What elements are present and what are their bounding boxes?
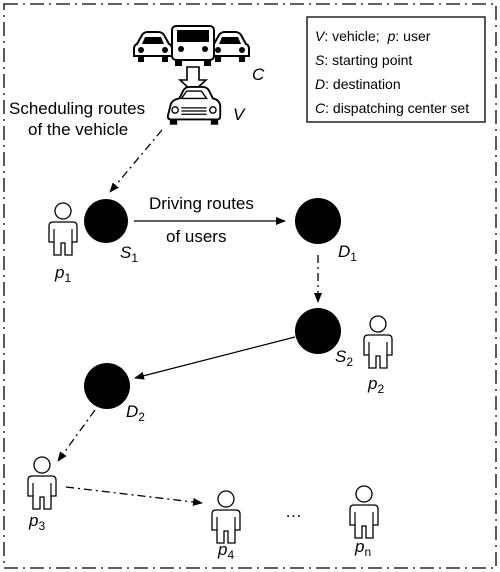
node-s1 bbox=[84, 199, 128, 243]
node-d2-label: D2 bbox=[126, 402, 145, 424]
scheduling-routes-label-line2: of the vehicle bbox=[28, 120, 128, 139]
car-icon-left bbox=[133, 31, 173, 63]
center-label: C bbox=[252, 65, 265, 84]
user-p1-label: p1 bbox=[54, 263, 71, 285]
car-icon-right bbox=[210, 31, 250, 63]
legend-row-vehicle: V: vehicle;p: user bbox=[315, 28, 431, 44]
legend-row-start: S: starting point bbox=[315, 52, 412, 68]
driving-route-arrow-s2-d2 bbox=[134, 336, 296, 380]
node-s1-label: S1 bbox=[120, 243, 138, 265]
vehicle-label: V bbox=[233, 105, 246, 124]
node-d2 bbox=[84, 363, 130, 409]
scheduling-route-arrow-p3-p4 bbox=[65, 486, 203, 506]
user-pn-label: pn bbox=[354, 537, 371, 559]
user-icon-p1 bbox=[48, 202, 78, 256]
scheduling-route-arrow-d2-p3 bbox=[57, 409, 96, 462]
vehicle-car-icon bbox=[166, 85, 222, 125]
user-p2-label: p2 bbox=[367, 374, 384, 396]
legend: V: vehicle;p: user S: starting point D: … bbox=[306, 16, 486, 123]
truck-icon bbox=[171, 25, 215, 66]
outer-border bbox=[3, 3, 497, 569]
scheduling-route-arrow bbox=[109, 129, 163, 193]
user-icon-pn bbox=[349, 485, 379, 539]
scheduling-routes-label-line1: Scheduling routes bbox=[9, 99, 145, 118]
node-d1-label: D1 bbox=[338, 242, 357, 264]
user-icon-p2 bbox=[363, 315, 393, 369]
node-d1 bbox=[295, 198, 341, 244]
ellipsis: … bbox=[285, 502, 302, 521]
legend-box bbox=[306, 16, 486, 123]
user-icon-p3 bbox=[27, 456, 57, 510]
user-p3-label: p3 bbox=[28, 511, 45, 533]
node-s2-label: S2 bbox=[335, 347, 353, 369]
legend-row-destination: D: destination bbox=[315, 76, 401, 92]
user-icon-p4 bbox=[211, 490, 241, 544]
driving-routes-label-line1: Driving routes bbox=[149, 194, 254, 213]
user-p4-label: p4 bbox=[217, 540, 234, 562]
driving-routes-label-line2: of users bbox=[166, 227, 226, 246]
dispatching-center: C bbox=[133, 25, 265, 84]
node-s2 bbox=[295, 308, 341, 354]
legend-row-center: C: dispatching center set bbox=[315, 100, 469, 116]
vehicle: V bbox=[166, 85, 246, 125]
